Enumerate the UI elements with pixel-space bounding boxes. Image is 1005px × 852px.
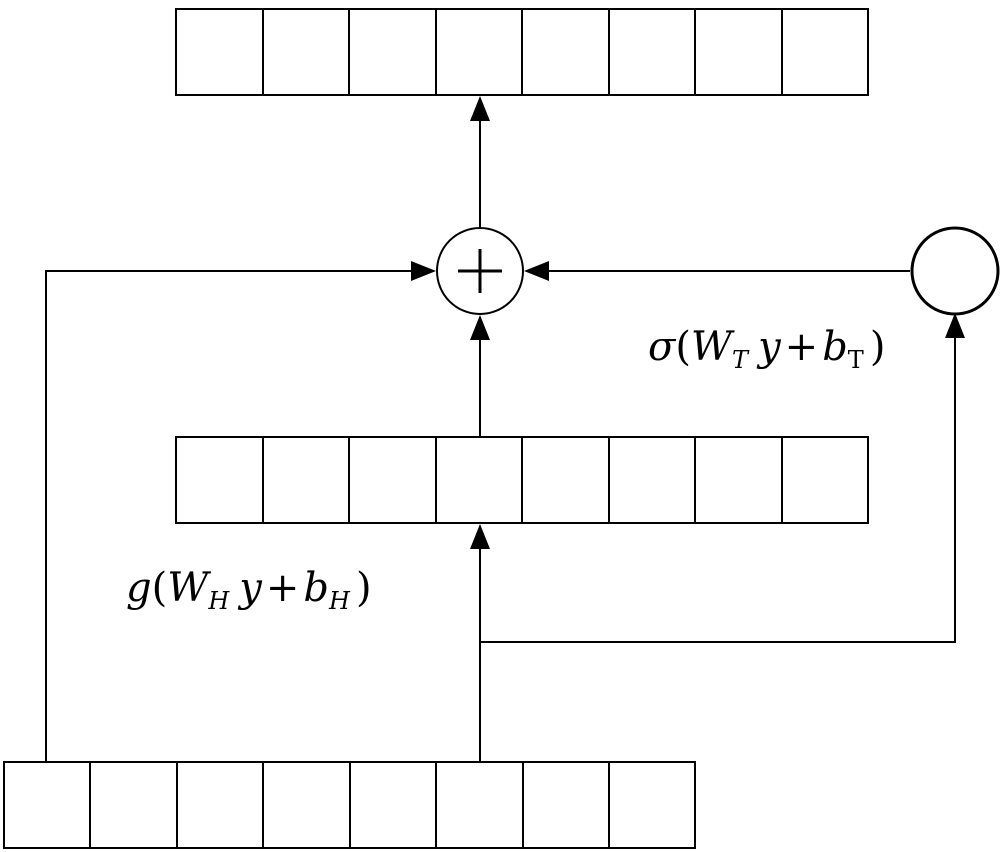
input-to-gate-line — [480, 334, 956, 643]
arrow-left-icon — [524, 261, 549, 281]
output-cell — [348, 8, 437, 96]
output-layer — [175, 8, 869, 96]
transform-formula-weight-sub: H — [207, 587, 230, 615]
transform-cell — [262, 436, 350, 524]
transform-formula-var: y — [237, 565, 263, 611]
transform-cell — [435, 436, 523, 524]
input-cell — [349, 761, 437, 849]
input-layer — [3, 761, 696, 849]
arrow-up-icon — [470, 315, 490, 340]
transform-formula-bias: b — [303, 565, 329, 611]
transform-formula-close: ) — [356, 565, 372, 611]
connectors — [45, 118, 956, 762]
transform-cell — [348, 436, 437, 524]
gate-node — [910, 226, 1000, 316]
arrow-up-icon — [470, 96, 490, 121]
input-cell — [435, 761, 524, 849]
output-cell — [694, 8, 783, 96]
arrow-up-icon — [945, 313, 965, 338]
transform-cell — [781, 436, 869, 524]
gate-formula-bias-sub: T — [848, 346, 864, 374]
transform-formula-plus: + — [266, 565, 300, 611]
transform-cell — [521, 436, 610, 524]
transform-layer — [175, 436, 869, 524]
input-cell — [262, 761, 351, 849]
transform-formula-open: ( — [152, 565, 168, 611]
output-cell — [521, 8, 610, 96]
arrowheads — [411, 96, 965, 549]
gate-formula-weight-sub: T — [732, 346, 750, 374]
gate-formula-var: y — [756, 324, 782, 370]
transform-cell — [175, 436, 264, 524]
gate-formula-open: ( — [675, 324, 691, 370]
output-cell — [608, 8, 696, 96]
output-cell — [781, 8, 869, 96]
transform-formula-bias-sub: H — [328, 587, 351, 615]
gate-formula-weight: W — [691, 324, 735, 370]
arrow-up-icon — [470, 524, 490, 549]
input-cell — [522, 761, 610, 849]
gate-formula-bias: b — [822, 324, 848, 370]
input-cell — [89, 761, 178, 849]
transform-cell — [694, 436, 783, 524]
arrow-right-icon — [411, 261, 436, 281]
input-cell — [3, 761, 91, 849]
output-cell — [262, 8, 350, 96]
transform-formula-weight: W — [167, 565, 211, 611]
carry-path-line — [45, 270, 420, 762]
gate-formula-fn: σ — [648, 324, 677, 370]
gate-formula-close: ) — [870, 324, 886, 370]
gate-formula-plus: + — [785, 324, 819, 370]
input-cell — [176, 761, 264, 849]
transform-formula-fn: g — [126, 565, 152, 611]
output-cell — [175, 8, 264, 96]
transform-cell — [608, 436, 696, 524]
output-cell — [435, 8, 523, 96]
sum-node — [436, 227, 524, 315]
input-cell — [608, 761, 696, 849]
